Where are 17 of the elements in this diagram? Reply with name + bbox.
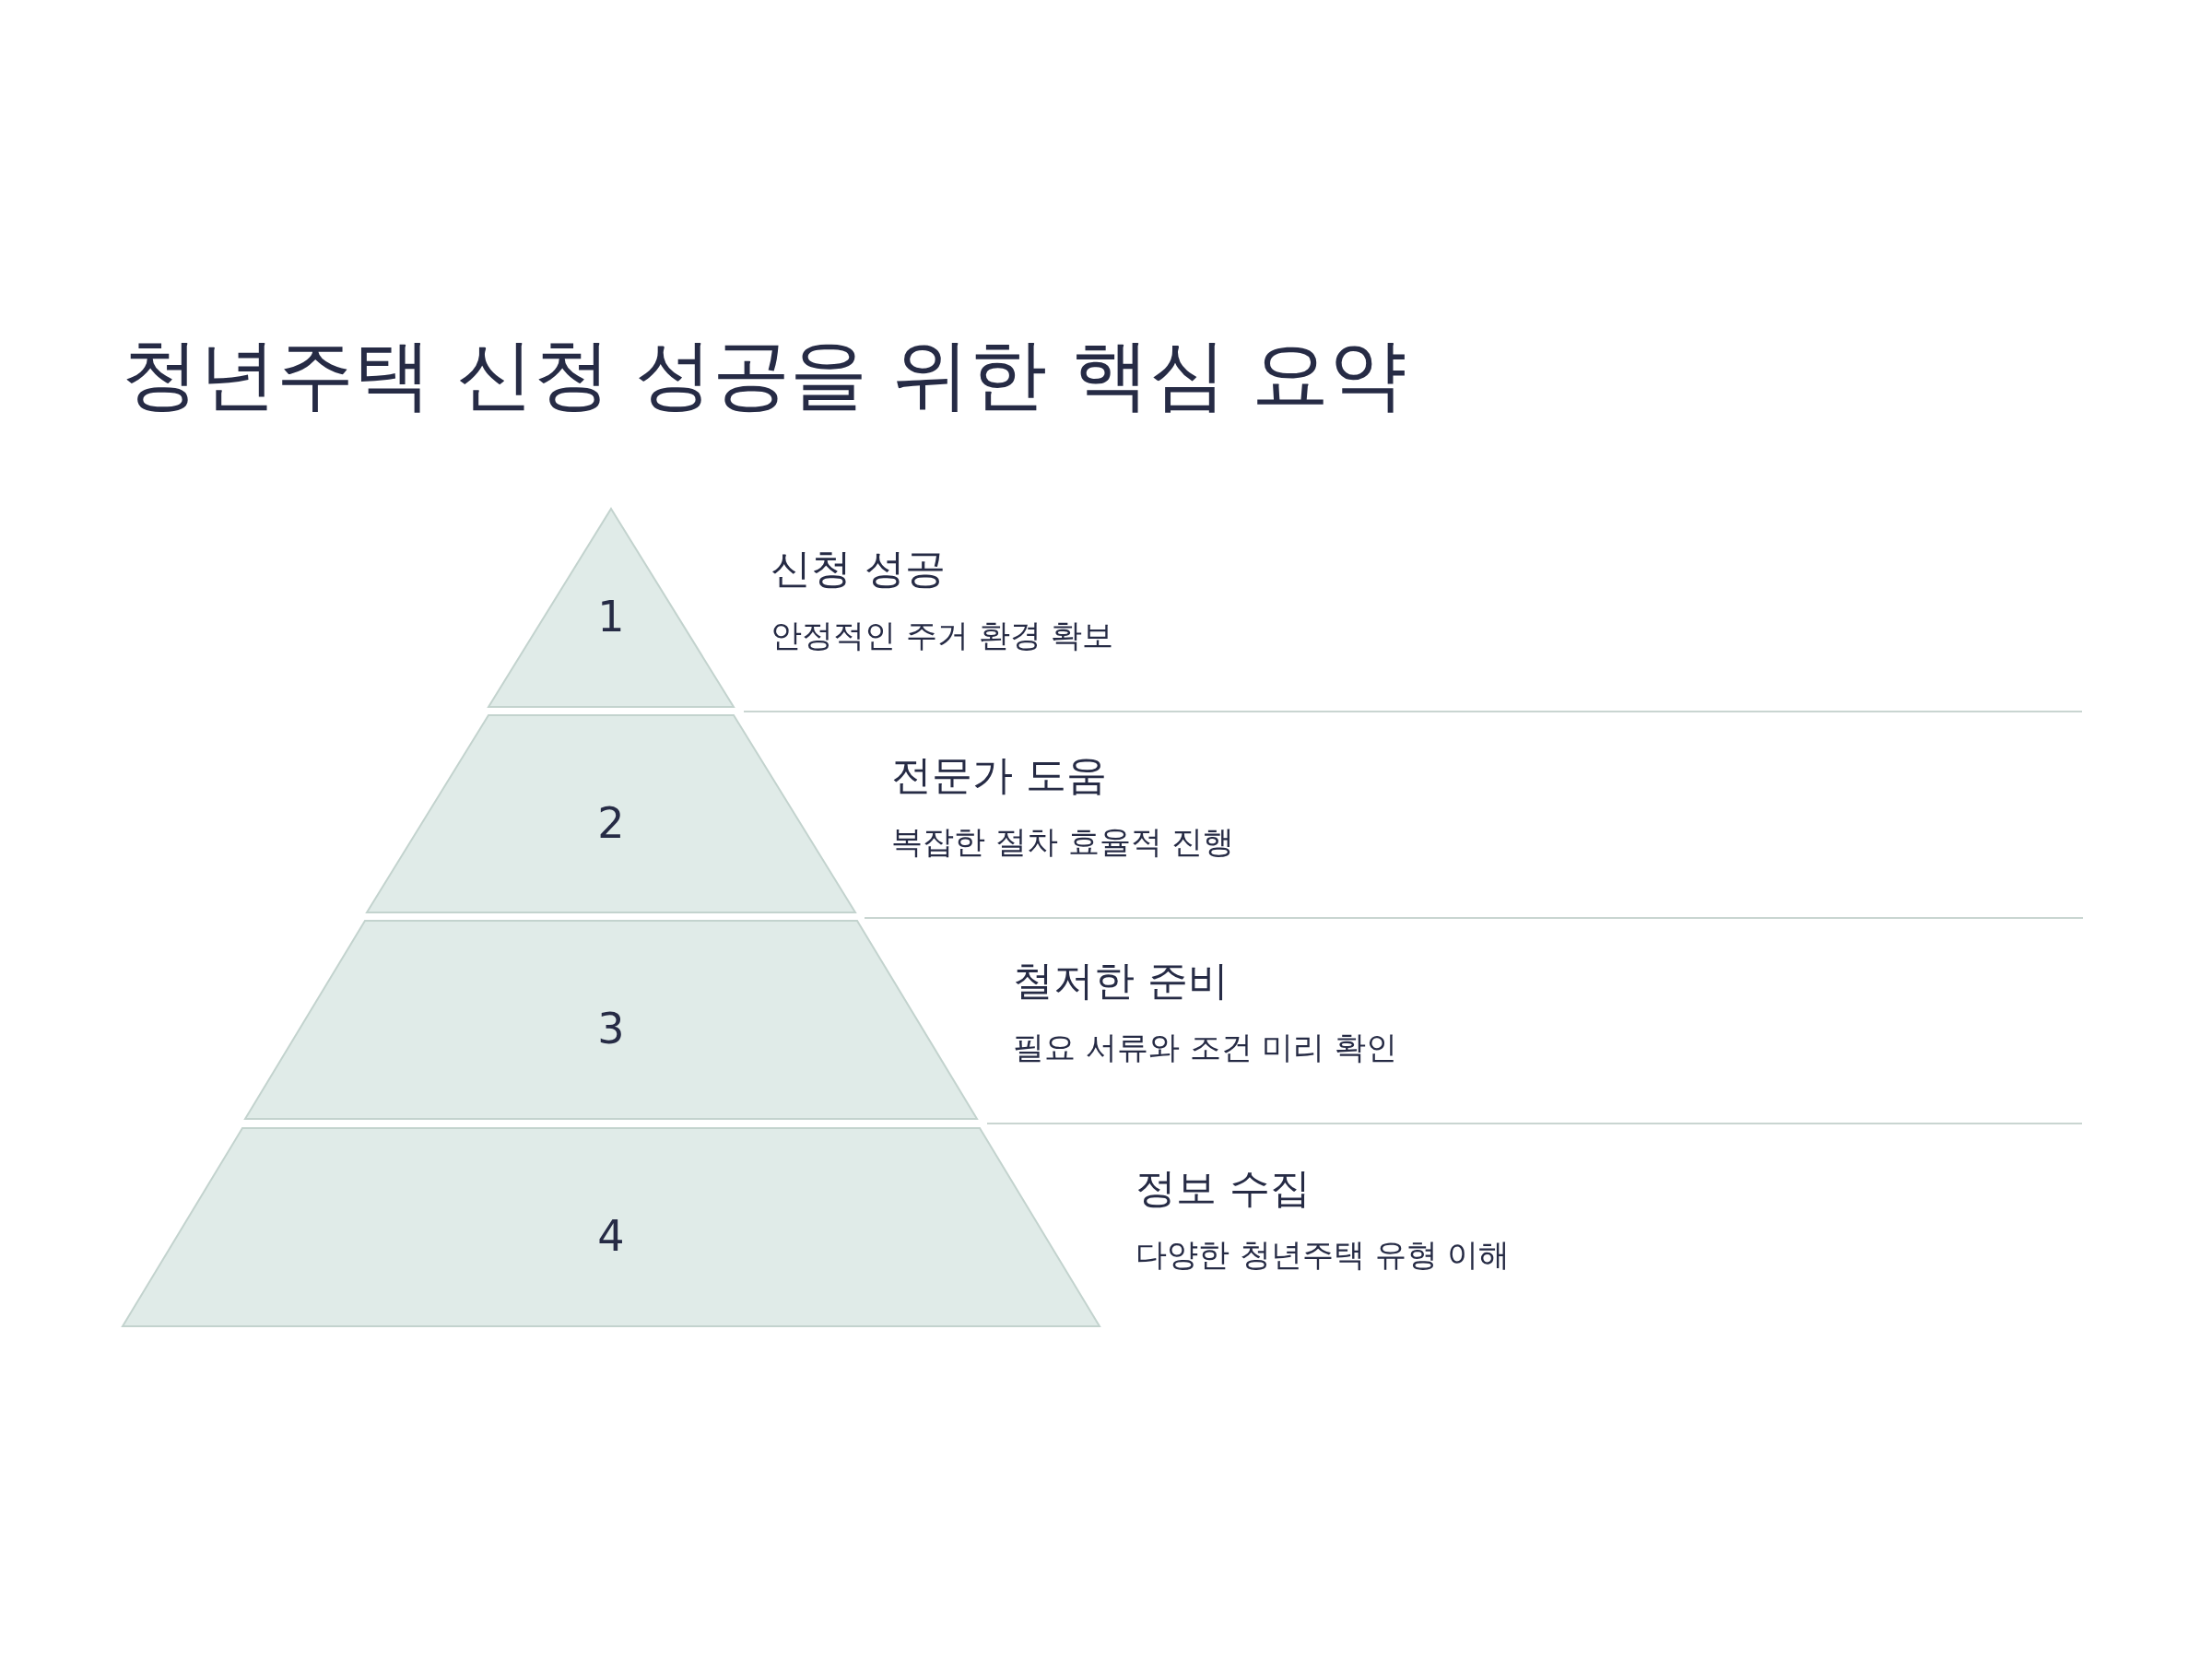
- pyramid-tier: [245, 920, 977, 1119]
- tier-description: 안정적인 주거 환경 확보: [771, 616, 1114, 654]
- tier-number: 1: [597, 595, 625, 638]
- tier-heading: 전문가 도움: [891, 750, 1107, 800]
- pyramid-tier: [123, 1127, 1100, 1326]
- tier-heading: 신청 성공: [771, 544, 946, 594]
- tier-number: 4: [597, 1215, 625, 1257]
- tier-description: 복잡한 절차 효율적 진행: [891, 822, 1235, 861]
- tier-number: 2: [597, 801, 625, 844]
- tier-heading: 정보 수집: [1135, 1163, 1311, 1213]
- pyramid-tier: [367, 714, 855, 912]
- tier-description: 다양한 청년주택 유형 이해: [1135, 1235, 1511, 1274]
- tier-number: 3: [597, 1007, 625, 1050]
- pyramid-tier: [488, 508, 734, 707]
- tier-heading: 철저한 준비: [1013, 956, 1229, 1006]
- tier-description: 필요 서류와 조건 미리 확인: [1013, 1028, 1398, 1066]
- title: 청년주택 신청 성공을 위한 핵심 요약: [122, 332, 1406, 418]
